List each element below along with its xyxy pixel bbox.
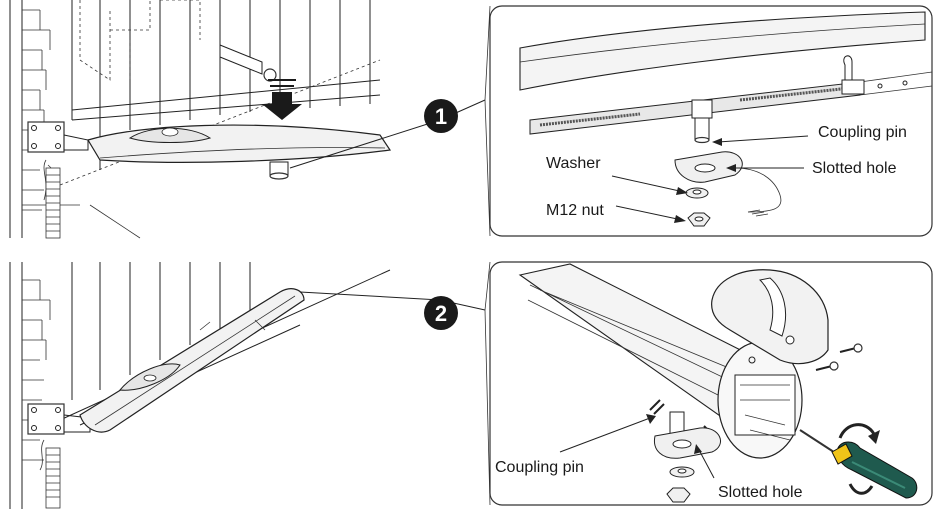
- label-coupling-pin: Coupling pin: [818, 124, 907, 141]
- label-washer: Washer: [546, 155, 601, 172]
- scene-gate-motor-install: [9, 0, 392, 239]
- step-number: 2: [435, 301, 447, 326]
- step-badge-1: 1: [424, 99, 458, 133]
- down-arrow-icon: [262, 79, 302, 120]
- label-coupling-pin: Coupling pin: [495, 459, 584, 476]
- screwdriver-icon: [799, 429, 918, 499]
- rotate-arrow-icon: [838, 423, 880, 495]
- label-slotted-hole: Slotted hole: [718, 484, 803, 501]
- detail-panel-2: Coupling pin Slotted hole: [489, 261, 933, 506]
- detail-panel-1: Coupling pin Slotted hole Washer M12 nut: [489, 5, 933, 237]
- label-slotted-hole: Slotted hole: [812, 160, 897, 177]
- step-badge-2: 2: [424, 296, 458, 330]
- label-nut: M12 nut: [546, 202, 604, 219]
- scene-gate-motor-installed: [9, 262, 391, 509]
- step-number: 1: [435, 104, 447, 129]
